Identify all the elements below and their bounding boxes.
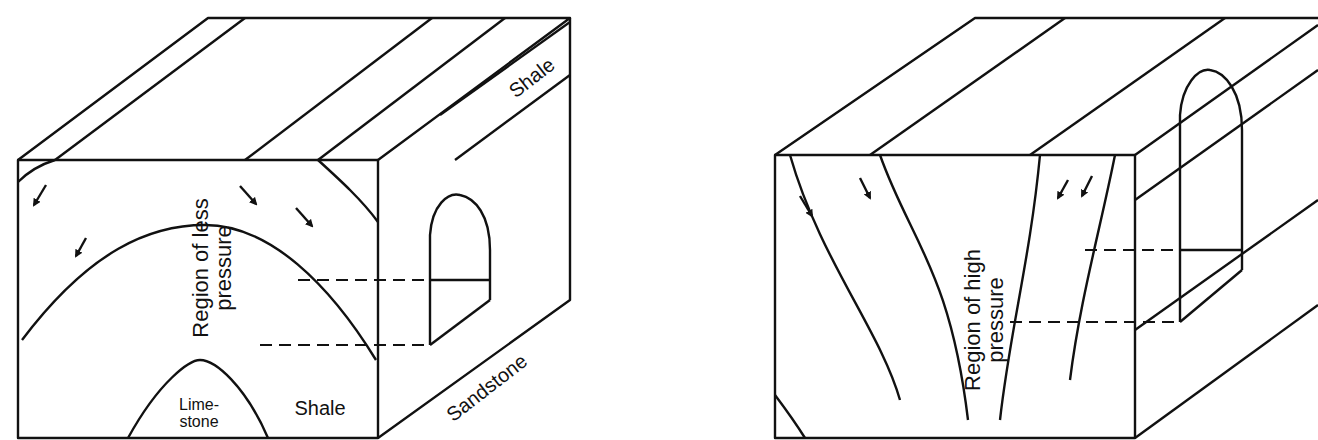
dashed-line [260,344,430,346]
region-label: Region of high pressure [961,215,1007,425]
arrow [1082,176,1092,196]
tunnel-floor [430,300,490,345]
pressure-arrows [800,176,1092,216]
stratum-line [1135,200,1318,330]
arrow [800,196,812,216]
rock-label: Lime- stone [171,397,227,431]
side-face [1135,305,1318,438]
arrow [240,186,256,204]
fold-curve [1070,155,1115,380]
arrow [296,208,312,226]
tunnel-line [1180,249,1242,251]
stratum-line [1030,18,1225,155]
tunnel-projection [260,280,430,345]
fold-curve [880,155,968,420]
front-face [18,160,378,438]
top-face [775,18,1318,155]
tunnel-portal [430,195,490,345]
anticline-block [18,18,570,438]
fold-curve [790,155,900,400]
fold-curve [18,160,55,182]
front-face [775,155,1135,438]
arrow [1058,180,1068,198]
tunnel-line [430,279,490,281]
dashed-line [298,279,430,281]
region-label: Region of less pressure [189,168,235,368]
tunnel-projection [1010,250,1180,322]
pressure-arrows [34,185,312,256]
limestone-arch [128,360,268,438]
arrow [860,178,870,198]
fold-curve [318,160,378,222]
fold-curve [775,395,805,438]
stratum-line [1135,70,1318,200]
dashed-line [1010,321,1180,323]
stratum-line [870,18,1065,155]
tunnel-portal [1180,70,1242,322]
stratum-line [245,18,432,160]
tunnel-floor [1180,270,1242,322]
arrow [76,238,86,256]
arrow [34,185,46,205]
top-face [18,18,570,160]
syncline-block [775,18,1318,438]
dashed-line [1085,249,1180,251]
stratum-line [55,18,245,160]
rock-label: Shale [280,398,360,419]
